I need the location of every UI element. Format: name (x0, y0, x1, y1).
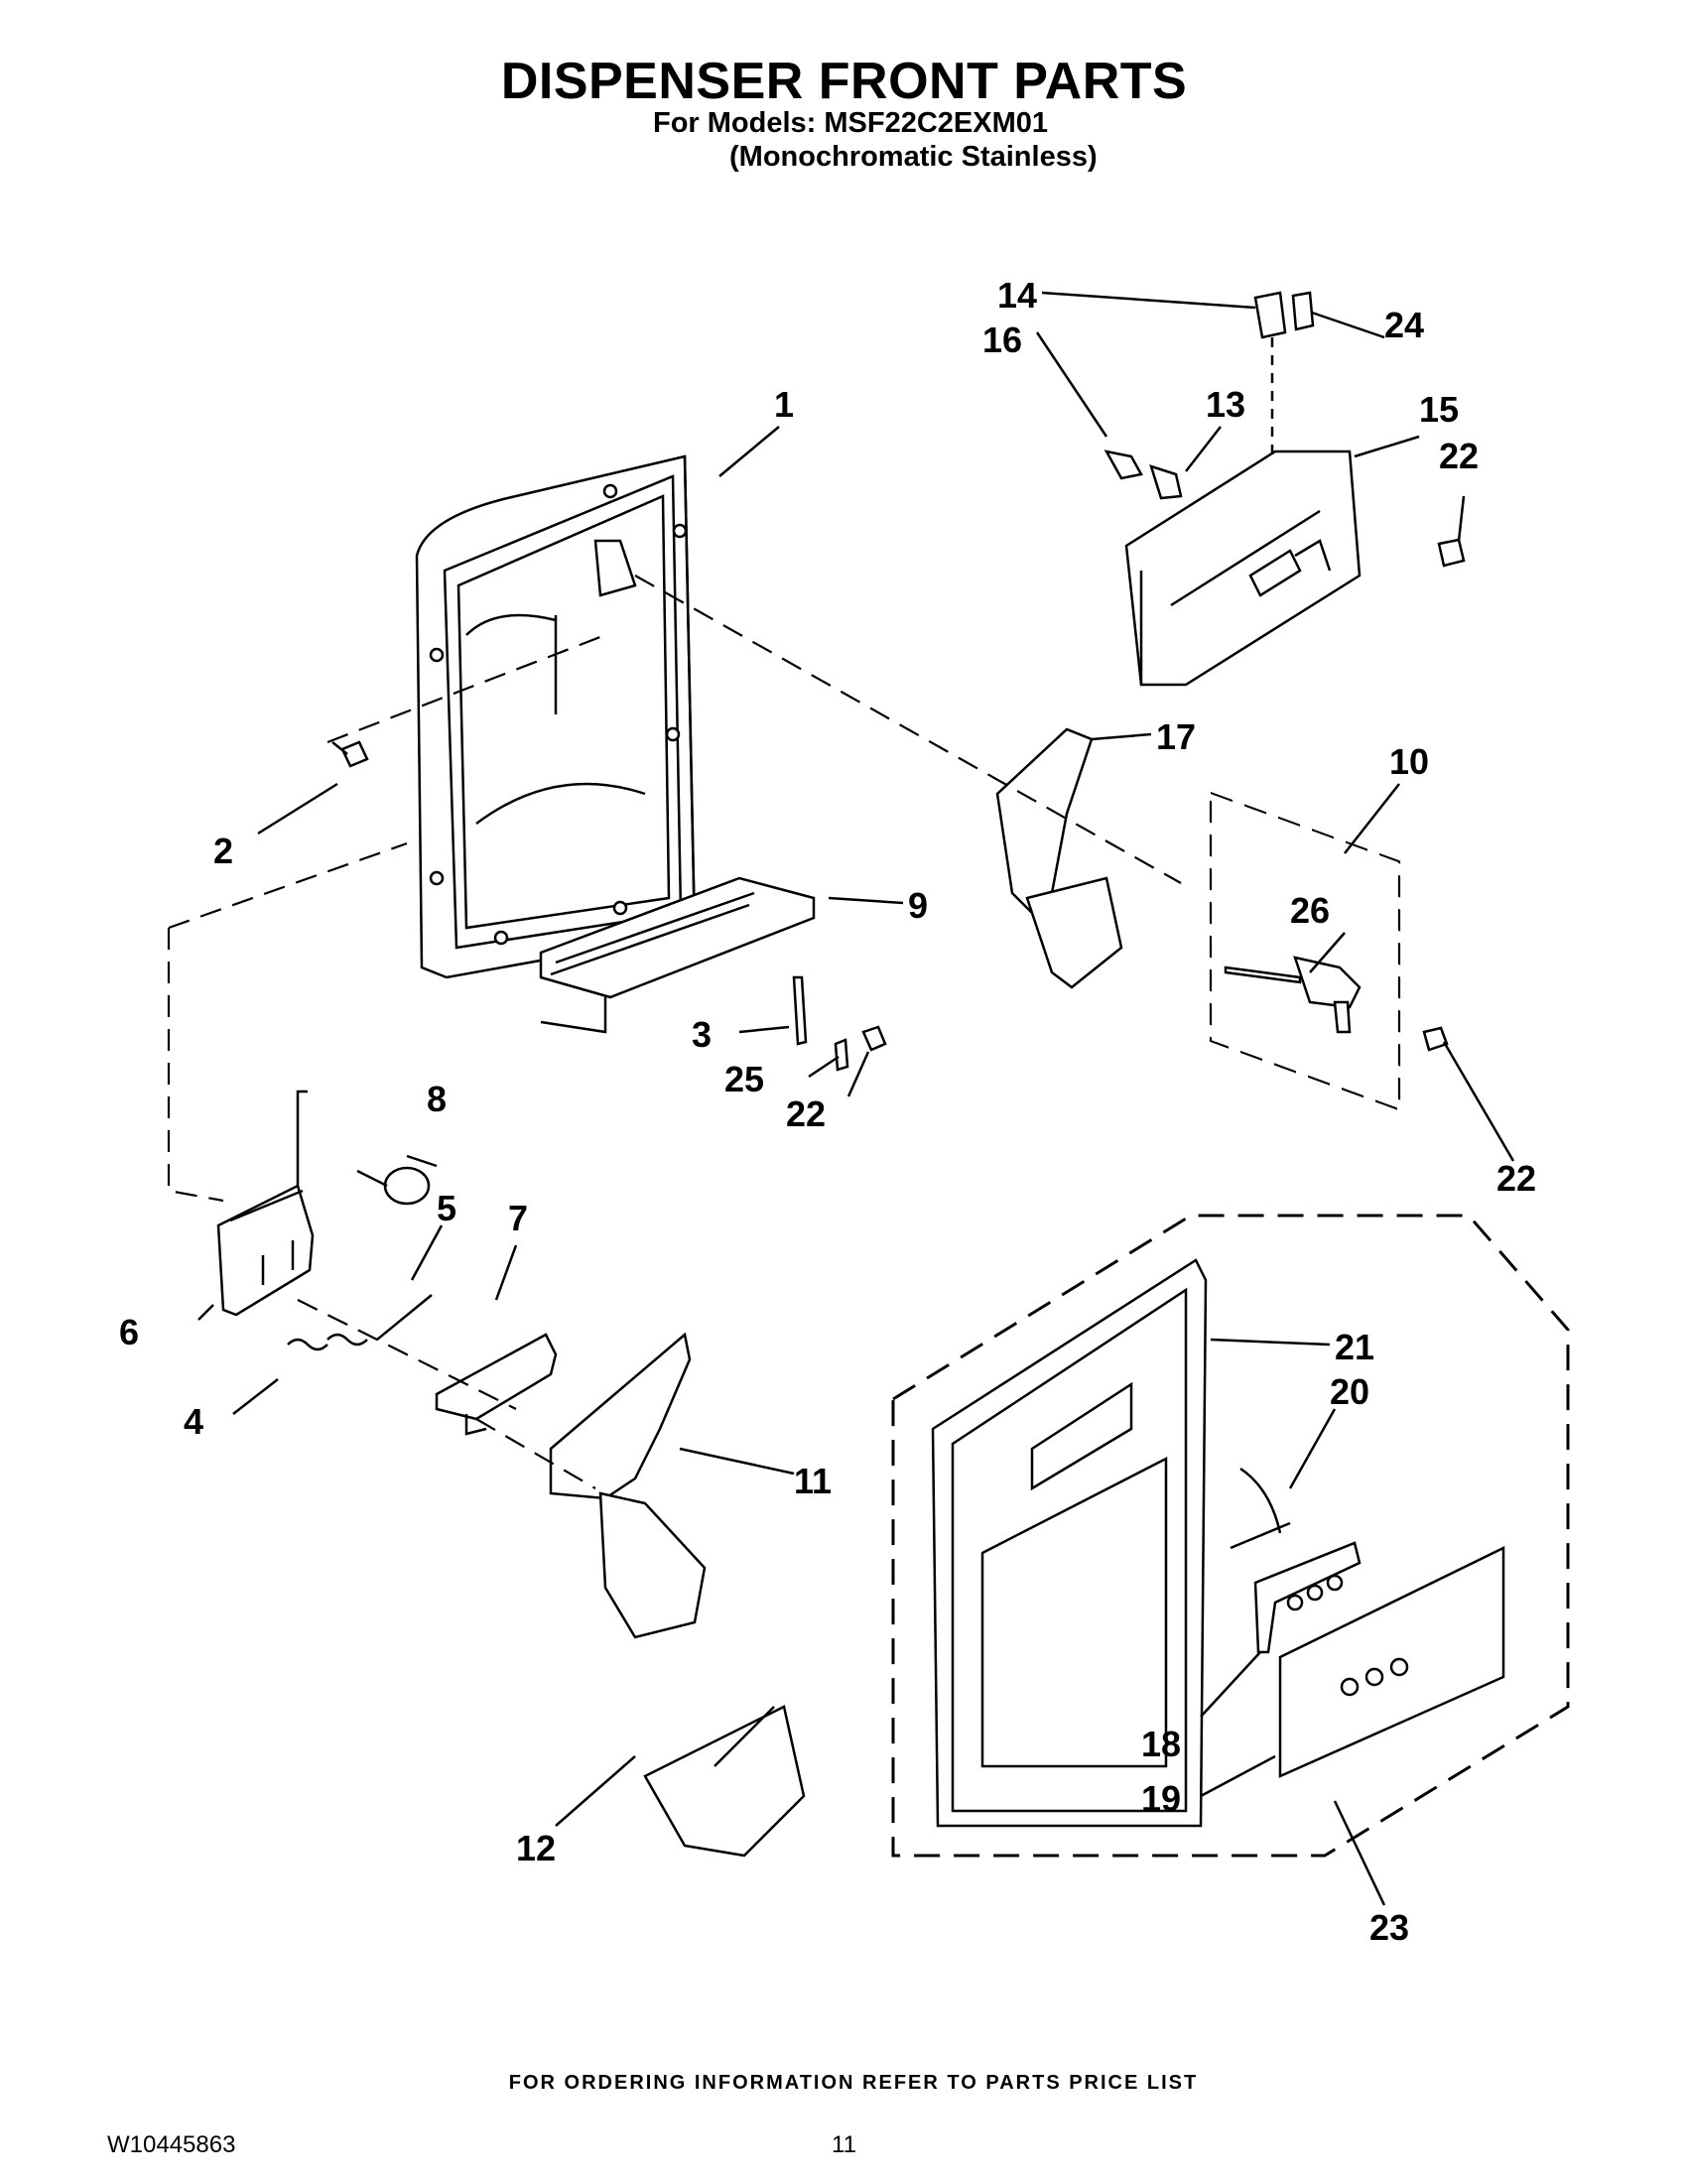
overlay-19 (1278, 1545, 1505, 1778)
variant-line: (Monochromatic Stainless) (729, 141, 1098, 173)
lever-26 (1224, 956, 1362, 1034)
callout-10: 10 (1389, 741, 1429, 782)
document-number: W10445863 (107, 2131, 236, 2158)
callout-7: 7 (508, 1198, 528, 1238)
callout-21: 21 (1335, 1327, 1374, 1367)
callout-2: 2 (213, 831, 233, 871)
callout-16: 16 (982, 320, 1022, 360)
ordering-info: FOR ORDERING INFORMATION REFER TO PARTS … (508, 2072, 1199, 2094)
drip-tray (539, 876, 816, 1034)
rod-5 (376, 1294, 433, 1341)
callout-20: 20 (1330, 1371, 1369, 1412)
callout-4: 4 (184, 1401, 203, 1442)
screw-2 (331, 740, 369, 768)
water-lever (995, 727, 1123, 989)
callout-25: 25 (724, 1059, 764, 1099)
callout-5: 5 (437, 1188, 456, 1228)
callout-8: 8 (427, 1079, 447, 1119)
switch-14-24 (1253, 291, 1315, 456)
callout-19: 19 (1141, 1778, 1181, 1819)
callout-26: 26 (1290, 890, 1330, 931)
upper-bracket (1124, 450, 1362, 687)
ice-lever (549, 1332, 707, 1639)
bulb-13-16 (1104, 450, 1183, 500)
page-number: 11 (832, 2131, 856, 2158)
hinge-7 (435, 1333, 558, 1436)
screw-22-upper (1437, 538, 1466, 568)
front-panel-21 (931, 1258, 1208, 1828)
callout-12: 12 (516, 1828, 556, 1868)
springs-4 (287, 1333, 368, 1351)
callout-23: 23 (1369, 1907, 1409, 1948)
hardware-3-25-22 (792, 975, 887, 1072)
callout-22-right: 22 (1496, 1158, 1536, 1199)
callout-6: 6 (119, 1312, 139, 1352)
callout-14: 14 (997, 275, 1037, 316)
callout-15: 15 (1419, 389, 1459, 430)
leader-lines (197, 291, 1515, 1906)
callout-9: 9 (908, 885, 928, 926)
callout-22-lower: 22 (786, 1093, 826, 1134)
callout-1: 1 (774, 384, 794, 425)
wire-harness-20 (1230, 1467, 1291, 1550)
control-board-18 (1253, 1541, 1362, 1654)
page-title: DISPENSER FRONT PARTS (500, 53, 1188, 110)
callout-3: 3 (692, 1014, 712, 1055)
models-line: For Models: MSF22C2EXM01 (653, 107, 1049, 139)
screw-22-mid (1422, 1026, 1449, 1052)
callout-22-upper: 22 (1439, 436, 1479, 476)
callout-11: 11 (794, 1461, 832, 1501)
callout-18: 18 (1141, 1724, 1181, 1764)
solenoid-8 (356, 1166, 431, 1206)
dispenser-housing (415, 454, 697, 979)
callout-13: 13 (1206, 384, 1245, 425)
chute-12 (643, 1705, 806, 1858)
callout-17: 17 (1156, 716, 1196, 757)
callout-24: 24 (1384, 305, 1424, 345)
module-6 (216, 1090, 315, 1317)
